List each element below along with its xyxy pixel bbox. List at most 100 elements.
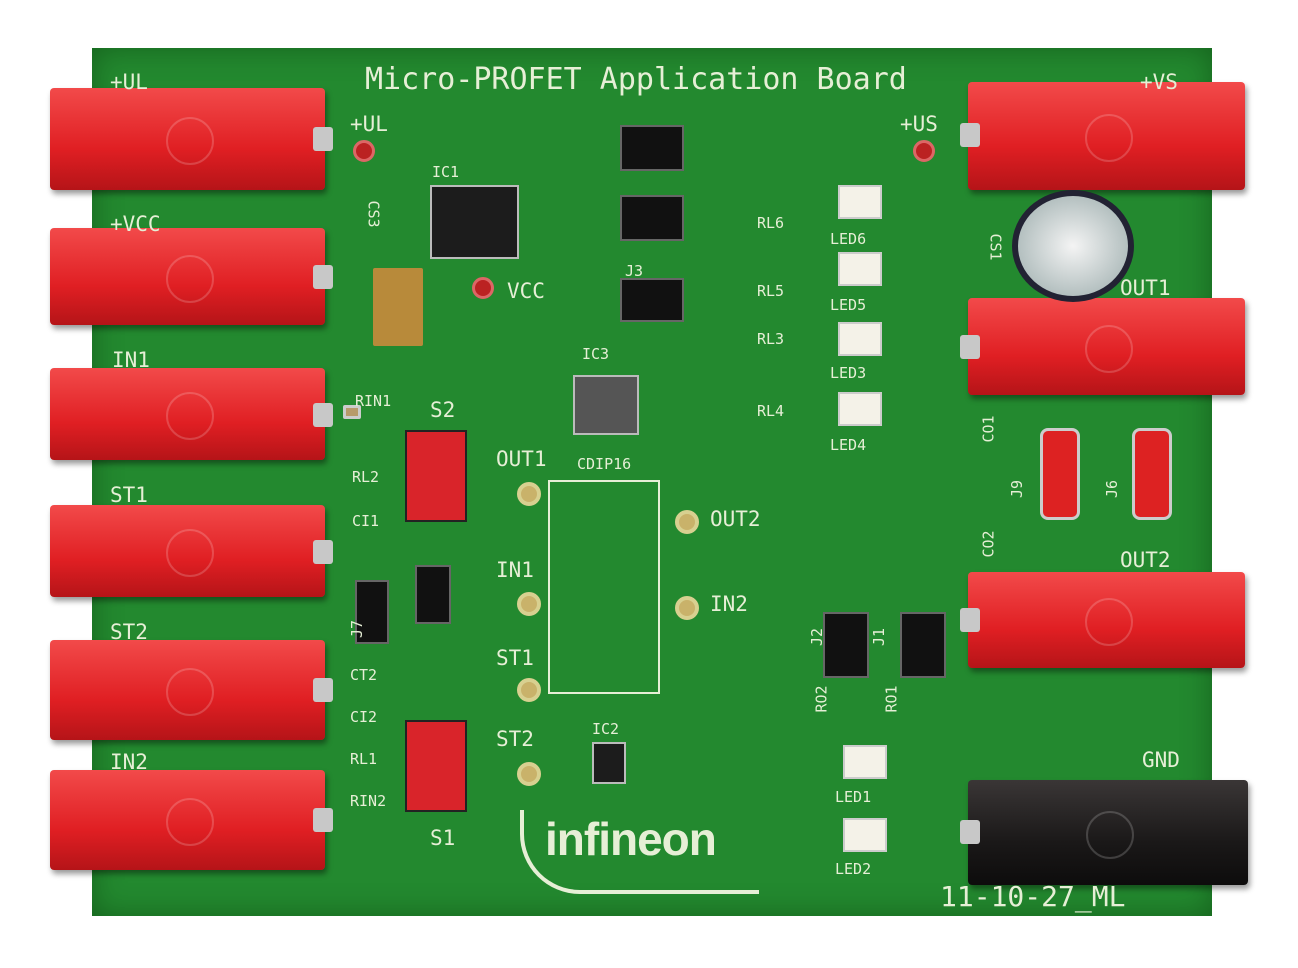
label-tp-st1: ST1: [496, 646, 534, 670]
label-rin1: RIN1: [355, 392, 392, 410]
led3: [838, 322, 882, 356]
label-out1: OUT1: [1120, 276, 1171, 300]
label-s2: S2: [430, 398, 456, 422]
switch-s1[interactable]: [405, 720, 467, 812]
label-tp-vcc: VCC: [507, 279, 545, 303]
label-rl1: RL1: [350, 750, 378, 768]
label-led1: LED1: [835, 788, 872, 806]
testpoint-st2[interactable]: [517, 762, 541, 786]
ic3-chip: [573, 375, 639, 435]
ic1-regulator: [430, 185, 519, 259]
label-tp-st2: ST2: [496, 727, 534, 751]
board-title: Micro-PROFET Application Board: [365, 62, 907, 97]
label-rin2: RIN2: [350, 792, 387, 810]
label-tp-us: +US: [900, 112, 938, 136]
jumper-j1[interactable]: [900, 612, 946, 678]
connector-ul[interactable]: [50, 88, 333, 190]
connector-out2[interactable]: [960, 572, 1245, 668]
jumper-top[interactable]: [620, 125, 684, 171]
testpoint-ul[interactable]: [353, 140, 375, 162]
label-j2: J2: [808, 627, 827, 647]
label-co2: CO2: [979, 530, 998, 558]
connector-st2[interactable]: [50, 640, 333, 740]
testpoint-us[interactable]: [913, 140, 935, 162]
led4: [838, 392, 882, 426]
label-tp-in2: IN2: [710, 592, 748, 616]
label-tp-out2: OUT2: [710, 507, 761, 531]
led2: [843, 818, 887, 852]
label-led4: LED4: [830, 436, 867, 454]
label-ci2: CI2: [350, 708, 378, 726]
label-rl3: RL3: [757, 330, 785, 348]
cdip16-socket: [548, 480, 660, 694]
label-tp-out1: OUT1: [496, 447, 547, 471]
label-vs: +VS: [1140, 70, 1178, 94]
label-rl4: RL4: [757, 402, 785, 420]
testpoint-in2[interactable]: [675, 596, 699, 620]
label-in2: IN2: [110, 750, 148, 774]
jumper-j6[interactable]: [1132, 428, 1172, 520]
label-ci1: CI1: [352, 512, 380, 530]
testpoint-out1[interactable]: [517, 482, 541, 506]
label-led5: LED5: [830, 296, 867, 314]
label-gnd: GND: [1142, 748, 1180, 772]
label-rl6: RL6: [757, 214, 785, 232]
jumper-j9[interactable]: [1040, 428, 1080, 520]
label-ul: +UL: [110, 70, 148, 94]
label-j7: J7: [348, 619, 367, 639]
switch-s2[interactable]: [405, 430, 467, 522]
label-led2: LED2: [835, 860, 872, 878]
jumper-j7b[interactable]: [415, 565, 451, 624]
label-rl5: RL5: [757, 282, 785, 300]
led1: [843, 745, 887, 779]
label-ic1: IC1: [432, 163, 460, 181]
jumper-mid[interactable]: [620, 195, 684, 241]
led6: [838, 185, 882, 219]
label-ic2: IC2: [592, 720, 620, 738]
testpoint-vcc[interactable]: [472, 277, 494, 299]
connector-in2[interactable]: [50, 770, 333, 870]
ic2-chip: [592, 742, 626, 784]
label-ct2: CT2: [350, 666, 378, 684]
label-in1: IN1: [112, 348, 150, 372]
label-tp-in1: IN1: [496, 558, 534, 582]
label-j3: J3: [625, 262, 644, 280]
label-cs1: CS1: [986, 233, 1005, 261]
jumper-j3[interactable]: [620, 278, 684, 322]
connector-in1[interactable]: [50, 368, 333, 460]
logo-swoosh: [520, 810, 759, 894]
label-led3: LED3: [830, 364, 867, 382]
tantalum-capacitor: [373, 268, 423, 346]
label-tp-ul: +UL: [350, 112, 388, 136]
connector-vs[interactable]: [960, 82, 1245, 190]
label-rl2: RL2: [352, 468, 380, 486]
label-ic3: IC3: [582, 345, 610, 363]
label-j9: J9: [1008, 479, 1027, 499]
connector-gnd[interactable]: [960, 780, 1248, 885]
label-ro2: RO2: [812, 685, 831, 713]
label-led6: LED6: [830, 230, 867, 248]
label-cdip16: CDIP16: [577, 455, 632, 473]
label-co1: CO1: [979, 415, 998, 443]
label-j6: J6: [1103, 479, 1122, 499]
electrolytic-capacitor: [1012, 190, 1134, 302]
label-j1: J1: [870, 627, 889, 647]
label-vcc: +VCC: [110, 212, 161, 236]
revision-label: 11-10-27_ML: [940, 880, 1126, 913]
jumper-j2[interactable]: [823, 612, 869, 678]
testpoint-out2[interactable]: [675, 510, 699, 534]
testpoint-st1[interactable]: [517, 678, 541, 702]
label-st1: ST1: [110, 483, 148, 507]
connector-vcc[interactable]: [50, 228, 333, 325]
connector-out1[interactable]: [960, 298, 1245, 395]
label-st2: ST2: [110, 620, 148, 644]
resistor-rin1: [343, 405, 361, 419]
label-out2: OUT2: [1120, 548, 1171, 572]
led5: [838, 252, 882, 286]
label-ro1: RO1: [882, 685, 901, 713]
jumper-j7a[interactable]: [355, 580, 389, 644]
connector-st1[interactable]: [50, 505, 333, 597]
label-cs3: CS3: [364, 200, 383, 228]
testpoint-in1[interactable]: [517, 592, 541, 616]
label-s1: S1: [430, 826, 456, 850]
